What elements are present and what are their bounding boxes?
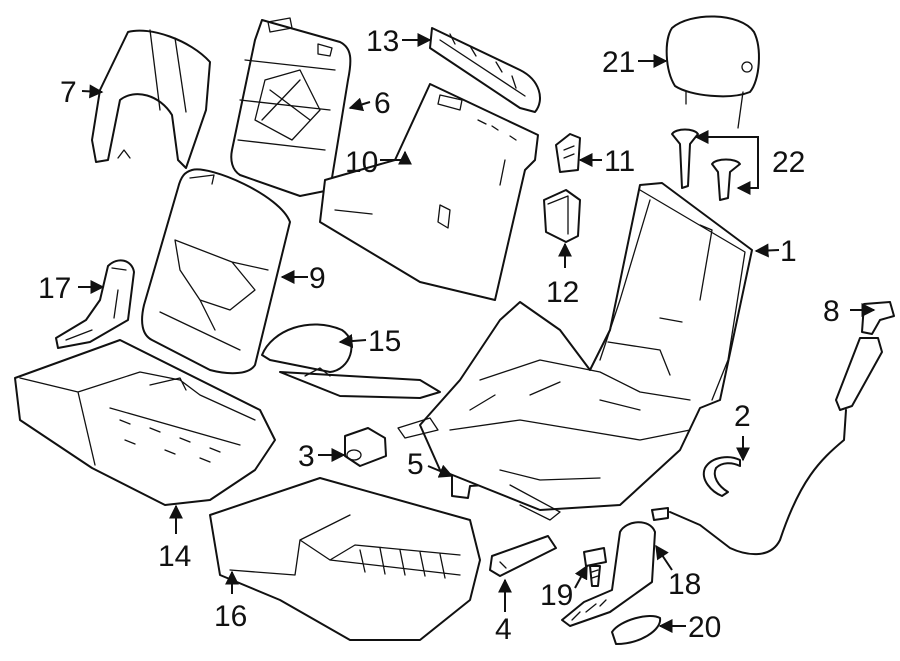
- callout-16: 16: [214, 600, 247, 633]
- part-10-seatback-rear-panel: [319, 83, 539, 301]
- leader-1: [754, 243, 780, 258]
- callout-6: 6: [374, 87, 391, 120]
- leader-7: [81, 84, 104, 99]
- callout-8: 8: [823, 295, 840, 328]
- part-11-trim-clip: [555, 133, 581, 173]
- leader-22b: [736, 160, 759, 195]
- leader-18: [655, 544, 673, 571]
- part-20-trim-cap: [611, 614, 662, 645]
- callout-19: 19: [540, 579, 573, 612]
- part-22-headrest-guide-sleeves: [671, 128, 741, 201]
- callout-11: 11: [604, 145, 635, 178]
- callout-14: 14: [158, 540, 191, 573]
- part-15-cushion-pad: [261, 323, 441, 399]
- part-14-seat-cushion: [14, 339, 276, 506]
- part-21-headrest: [665, 15, 760, 129]
- part-16-seat-cushion-cover: [209, 477, 481, 641]
- leader-19: [574, 564, 588, 589]
- callout-13: 13: [366, 25, 399, 58]
- leader-5: [427, 464, 454, 478]
- part-1-seat-frame-assembly: [397, 182, 753, 521]
- part-19-bolt: [583, 547, 607, 587]
- callout-3: 3: [298, 440, 315, 473]
- leader-15: [338, 334, 367, 349]
- callout-18: 18: [668, 568, 701, 601]
- leader-10: [380, 150, 412, 165]
- part-7-backrest-trim-panel: [91, 29, 211, 169]
- callout-10: 10: [345, 146, 378, 179]
- callout-4: 4: [495, 613, 512, 646]
- callout-leaders: [78, 33, 876, 633]
- callout-21: 21: [602, 46, 635, 79]
- callout-15: 15: [368, 325, 401, 358]
- callout-20: 20: [688, 611, 721, 644]
- callout-2: 2: [734, 400, 751, 433]
- callout-labels: 1 2 3 4 5 6 7 8 9 10 11 12 13 14 15 16 1…: [38, 25, 840, 646]
- part-6-seatback-frame: [230, 17, 352, 197]
- callout-5: 5: [407, 448, 424, 481]
- part-3-cushion-clip: [344, 427, 387, 467]
- callout-1: 1: [780, 235, 797, 268]
- part-18-hinge-cover: [561, 521, 656, 627]
- callout-12: 12: [546, 276, 579, 309]
- leader-6: [348, 97, 371, 112]
- part-9-seatback-cushion: [141, 168, 291, 375]
- part-13-upper-mounting-bracket: [429, 27, 541, 113]
- part-4-cushion-bracket: [489, 535, 557, 577]
- part-17-side-trim: [55, 259, 135, 349]
- part-2-wire-harness-clip: [702, 456, 741, 497]
- part-12-latch-cover: [543, 189, 581, 243]
- leader-22a: [694, 130, 759, 160]
- callout-22: 22: [772, 146, 805, 179]
- callout-9: 9: [309, 262, 326, 295]
- callout-17: 17: [38, 272, 71, 305]
- callout-7: 7: [60, 76, 77, 109]
